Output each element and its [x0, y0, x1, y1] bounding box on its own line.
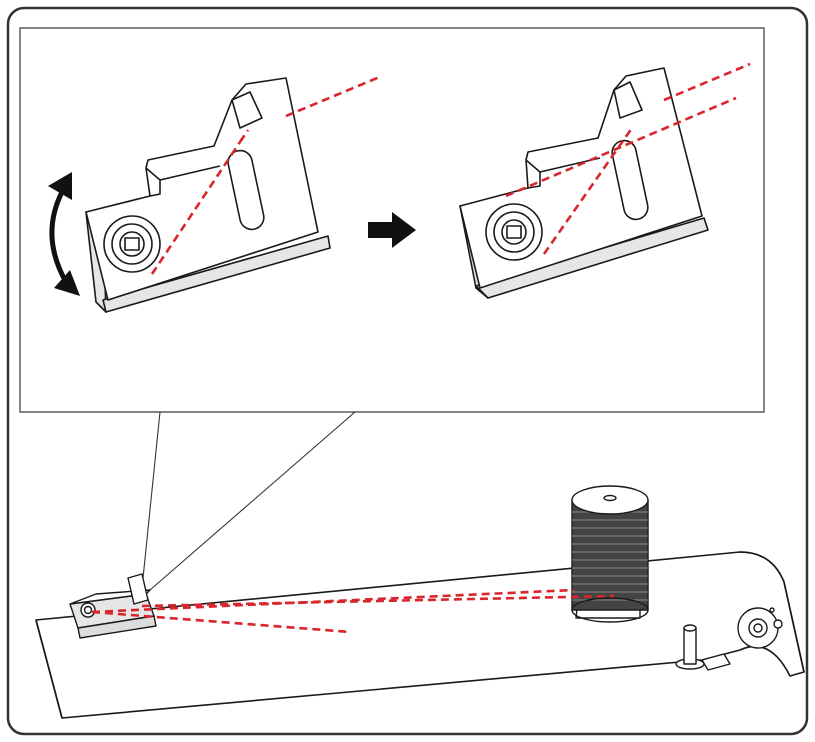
- tension-knob: [737, 607, 783, 649]
- thread-spool: [571, 485, 649, 623]
- laser-path-machine: [91, 588, 615, 634]
- sensor-bracket-after: [459, 67, 709, 299]
- right-arrow-icon: [368, 212, 416, 248]
- double-curved-arrow-icon: [48, 172, 80, 296]
- guide-post: [675, 624, 731, 671]
- adjust-slot-before: [227, 149, 265, 231]
- callout-leader-left: [141, 411, 161, 589]
- laser-path-before: [150, 74, 383, 275]
- sensor-unit: [69, 573, 157, 639]
- callout-leader-right: [149, 411, 356, 591]
- sensor-bracket-before: [85, 77, 331, 313]
- laser-path-after: [505, 62, 751, 255]
